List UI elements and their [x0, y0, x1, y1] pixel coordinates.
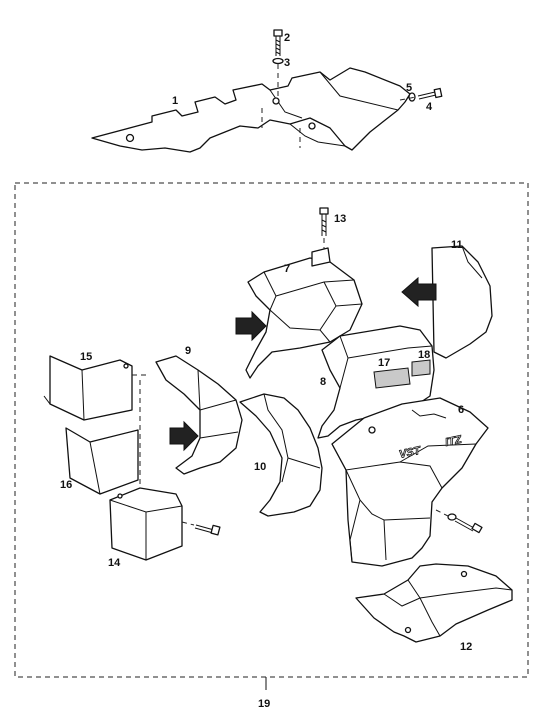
callout-4: 4 [426, 101, 433, 113]
part-12-skid-plate [355, 563, 513, 643]
callout-8: 8 [320, 376, 326, 388]
callout-6: 6 [458, 404, 464, 416]
part-9-guard [155, 355, 243, 475]
callout-16: 16 [60, 479, 72, 491]
part-10-curved-cover [239, 393, 323, 517]
callout-17: 17 [378, 357, 390, 369]
callout-1: 1 [172, 95, 178, 107]
part-14-bolt [181, 521, 221, 536]
callout-2: 2 [284, 32, 290, 44]
callout-10: 10 [254, 461, 266, 473]
arrow-indicator-11 [401, 276, 437, 308]
callout-labels: 1 2 3 4 5 6 7 8 9 10 11 12 13 14 15 16 1… [60, 32, 472, 710]
part-11-end-plate [431, 245, 493, 359]
part-5-washer [408, 92, 416, 102]
callout-19: 19 [258, 698, 270, 710]
part-6-side-bolt [435, 509, 483, 534]
callout-18: 18 [418, 349, 430, 361]
callout-15: 15 [80, 351, 92, 363]
arrow-indicator-7 [235, 310, 267, 342]
callout-9: 9 [185, 345, 191, 357]
part-1-shield-plate [91, 67, 411, 153]
callout-13: 13 [334, 213, 346, 225]
part-15-bracket [43, 355, 148, 500]
part-17-label [373, 367, 411, 389]
svg-text:VST: VST [398, 444, 423, 460]
callout-12: 12 [460, 641, 472, 653]
part-4-bolt [399, 87, 443, 101]
callout-3: 3 [284, 57, 290, 69]
part-3-washer [272, 57, 284, 98]
part-18-label [411, 359, 431, 377]
arrow-indicator-9 [169, 420, 199, 452]
callout-7: 7 [284, 263, 290, 275]
callout-5: 5 [406, 82, 412, 94]
part-7-upper-cover [245, 247, 363, 379]
callout-14: 14 [108, 557, 121, 569]
part-14-box-cover [109, 487, 183, 561]
part-2-bolt [273, 29, 283, 56]
svg-text:ITZ: ITZ [444, 434, 464, 449]
part-13-bolt [319, 207, 329, 256]
kit-boundary [14, 182, 529, 678]
callout-11: 11 [451, 239, 463, 251]
part-6-lower-housing: VST ITZ [331, 397, 489, 567]
part-16-pad [65, 427, 139, 495]
